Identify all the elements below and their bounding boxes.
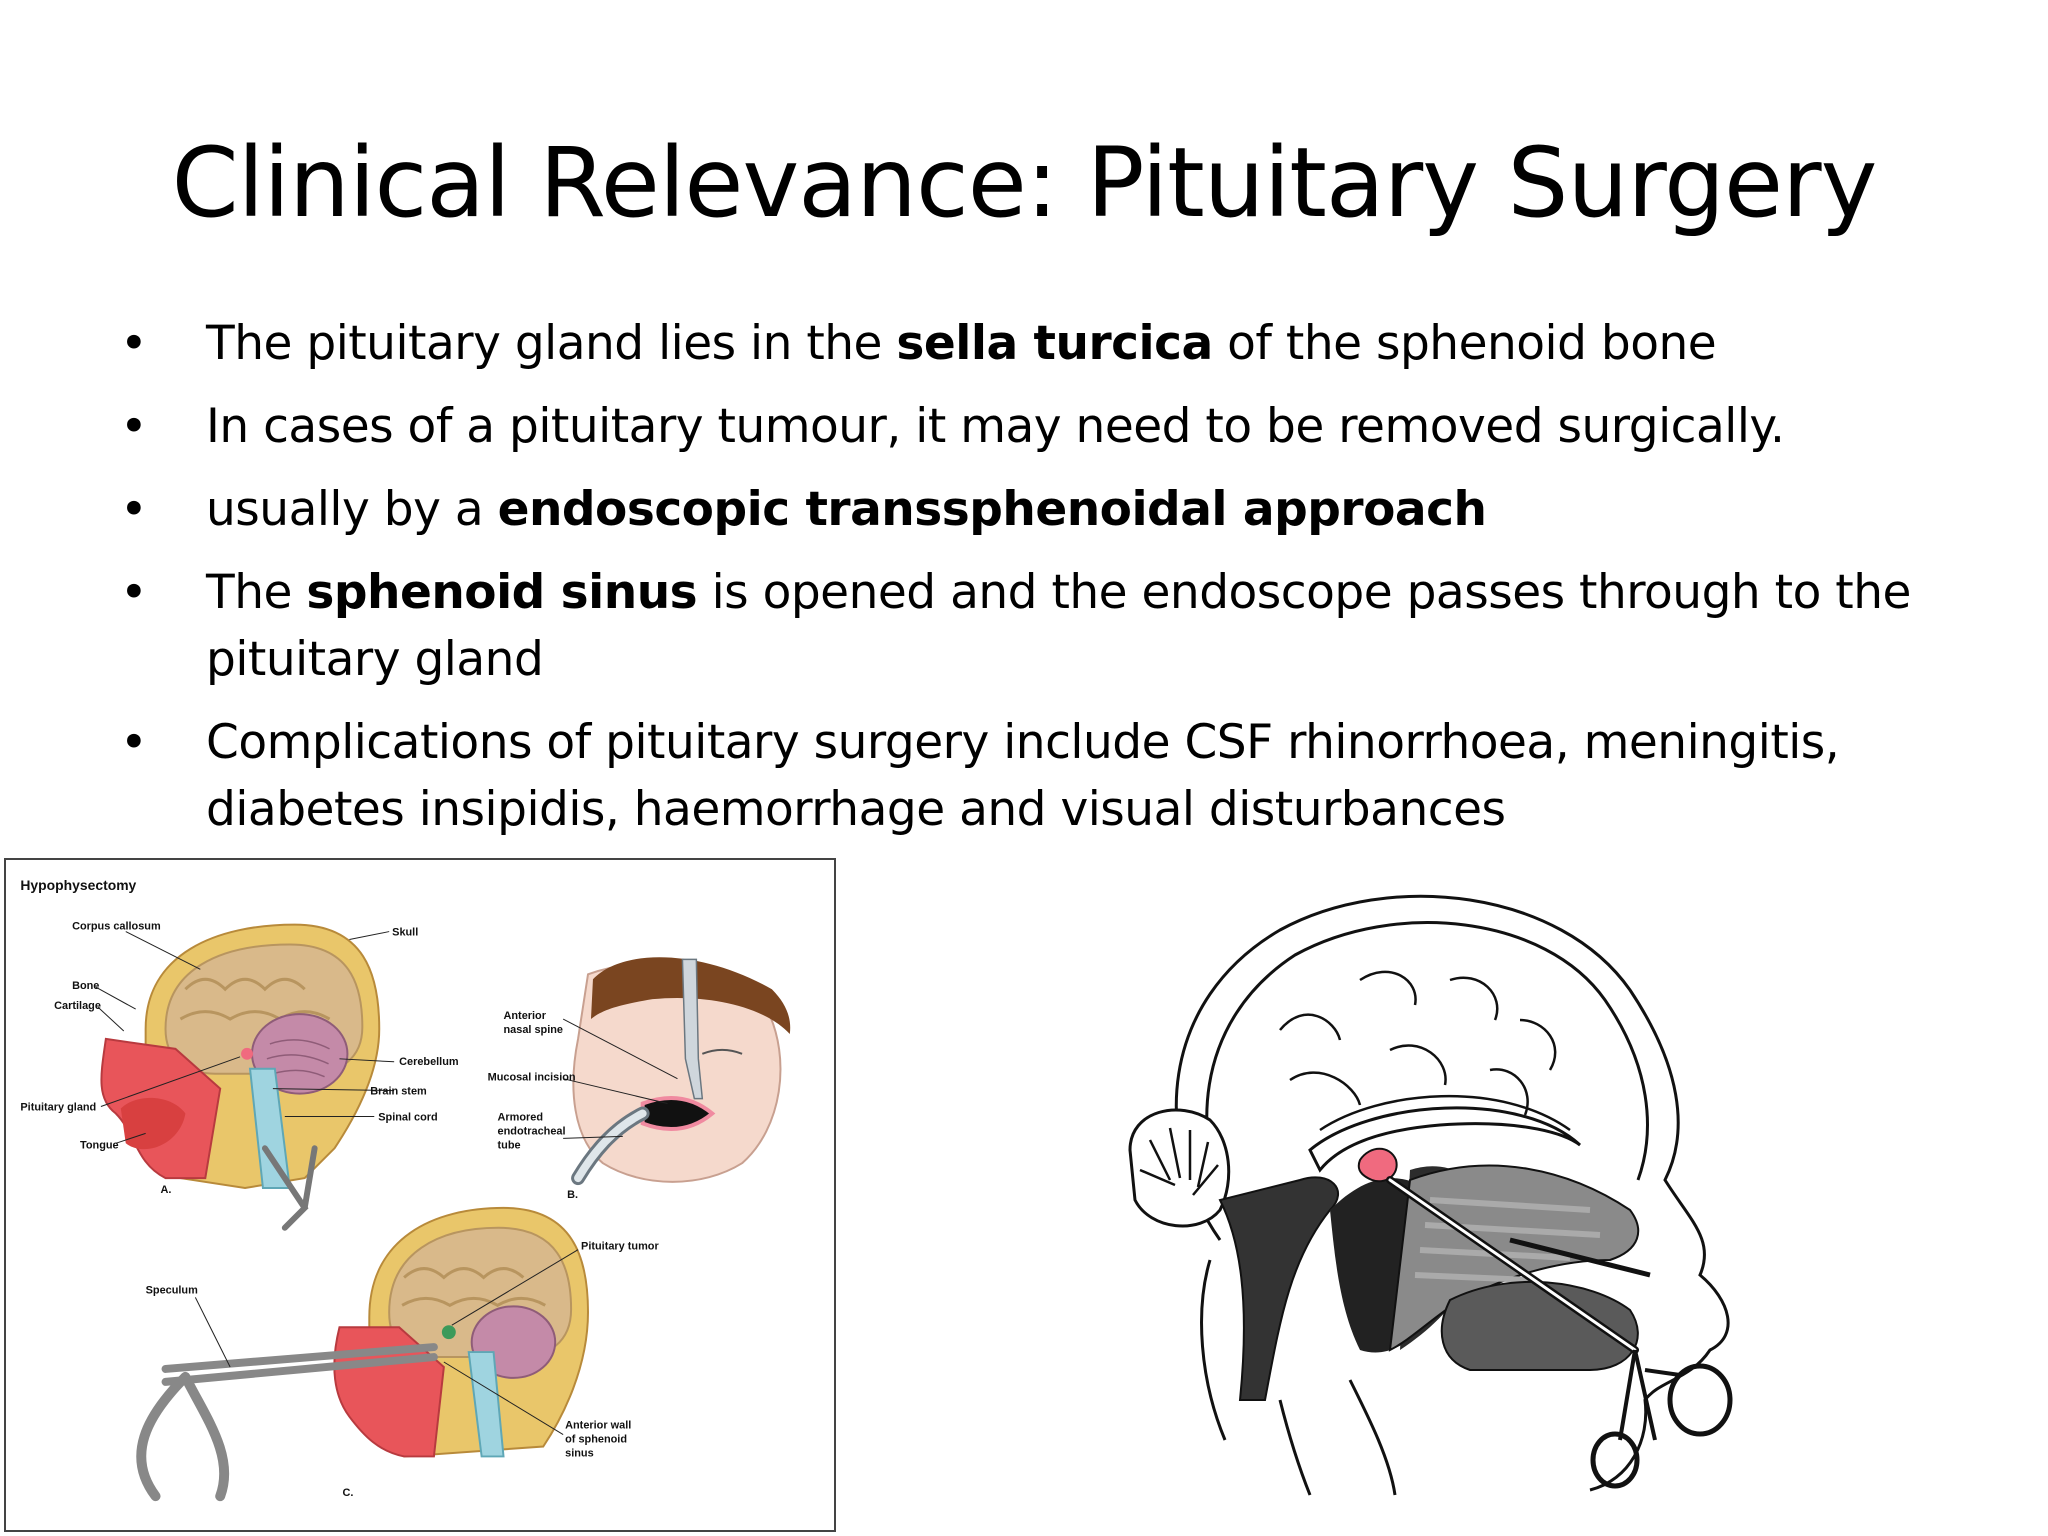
panel-b-letter: B. [567,1189,578,1201]
bullet-text: The pituitary gland lies in the [206,316,897,371]
bullet-item: • usually by a endoscopic transsphenoida… [120,476,1920,543]
bullet-dot: • [120,715,148,770]
label-pituitary-gland: Pituitary gland [20,1102,96,1114]
head-outline [1174,894,1730,1492]
bullet-item: • Complications of pituitary surgery inc… [120,709,1920,843]
label-pituitary-tumor: Pituitary tumor [581,1241,659,1253]
label-anterior-wall-3: sinus [565,1447,594,1459]
label-tongue: Tongue [80,1139,119,1151]
label-spinal-cord: Spinal cord [378,1111,437,1123]
label-skull: Skull [392,927,418,939]
label-cartilage: Cartilage [54,1000,101,1012]
bullet-text: of the sphenoid bone [1212,316,1717,371]
label-anterior-wall-1: Anterior wall [565,1420,631,1432]
hypophysectomy-illustration: Hypophysectomy Corpus callosum Skull Bo [20,877,791,1502]
label-mucosal-incision: Mucosal incision [488,1072,576,1084]
nasal-turbinates [1414,1197,1601,1283]
neck-outline [1278,1379,1397,1496]
label-anterior-wall-2: of sphenoid [565,1434,627,1446]
panel-a-letter: A. [161,1184,172,1196]
bullet-text: In cases of a pituitary tumour, it may n… [206,399,1785,454]
label-corpus-callosum: Corpus callosum [72,921,161,933]
bullet-text: The [206,565,307,620]
label-anterior-nasal-spine-1: Anterior [504,1010,547,1022]
label-speculum: Speculum [146,1284,198,1296]
figure-title: Hypophysectomy [20,877,136,893]
panel-a-head [95,923,395,1190]
endoscope-instrument [1386,1176,1733,1489]
bullet-dot: • [120,565,148,620]
bullet-bold-text: endoscopic transsphenoidal approach [497,482,1487,537]
label-armored-tube-2: endotracheal [498,1125,566,1137]
transsphenoidal-illustration [1128,894,1733,1496]
label-anterior-nasal-spine-2: nasal spine [504,1024,563,1036]
corpus-callosum-shape [1308,1106,1582,1173]
label-brain-stem: Brain stem [370,1086,427,1098]
label-bone: Bone [72,980,99,992]
transsphenoidal-line-drawing [1090,880,1770,1500]
bullet-dot: • [120,482,148,537]
bullet-text: Complications of pituitary surgery inclu… [206,715,1840,837]
bullet-item: • In cases of a pituitary tumour, it may… [120,393,1920,460]
panel-c-letter: C. [342,1487,353,1499]
panel-c-head [136,1145,589,1502]
bullet-dot: • [120,316,148,371]
bullet-dot: • [120,399,148,454]
bullet-bold-text: sella turcica [896,316,1213,371]
bullet-list: • The pituitary gland lies in the sella … [120,310,1920,859]
cerebellum-shape [1128,1108,1231,1228]
label-armored-tube-1: Armored [498,1111,544,1123]
hypophysectomy-figure: Hypophysectomy Corpus callosum Skull Bo [4,858,836,1532]
oral-region [1440,1280,1639,1371]
label-armored-tube-3: tube [498,1139,521,1151]
bullet-text: usually by a [206,482,498,537]
bullet-item: • The pituitary gland lies in the sella … [120,310,1920,377]
slide-title: Clinical Relevance: Pituitary Surgery [171,127,1878,239]
label-cerebellum: Cerebellum [399,1056,459,1068]
brainstem-shape [1218,1176,1340,1401]
panel-b-face [562,957,791,1186]
bullet-item: • The sphenoid sinus is opened and the e… [120,559,1920,693]
brain-folds [1279,970,1571,1132]
bullet-bold-text: sphenoid sinus [306,565,698,620]
bullet-text: is opened and the endoscope passes throu… [206,565,1911,687]
